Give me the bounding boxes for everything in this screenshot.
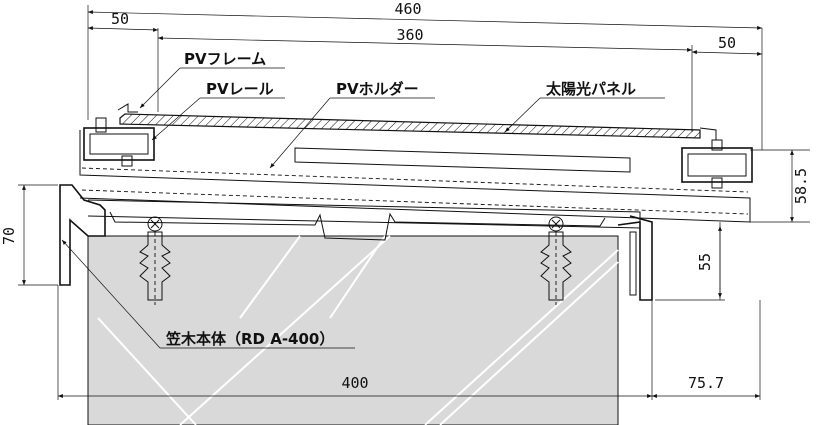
anchor-left [139, 216, 171, 305]
dim-height-right: 58.5 [792, 168, 810, 204]
dim-height-left: 70 [0, 227, 18, 245]
label-coping-body: 笠木本体（RD A-400） [165, 330, 334, 348]
dim-50-right-line [691, 50, 763, 56]
dim-height-inner: 55 [696, 253, 714, 271]
dim-right-margin: 50 [718, 34, 736, 52]
reflection-line-4 [179, 235, 391, 425]
pv-frame-right [681, 139, 753, 189]
reflection-line-2 [239, 235, 301, 319]
reflection-line-1 [97, 317, 197, 425]
dim-460-line [87, 10, 763, 30]
coping-cap-profile [59, 184, 653, 301]
label-pv-frame: PVフレーム [184, 50, 266, 68]
pv-frame-left [83, 117, 155, 167]
leader-lines [61, 67, 665, 349]
label-pv-holder: PVホルダー [336, 80, 419, 98]
label-pv-rail: PVレール [206, 80, 274, 98]
coping-body [87, 235, 619, 425]
dim-overhang: 75.7 [688, 374, 724, 392]
dim-left-margin: 50 [111, 10, 129, 28]
dim-panel-span: 360 [396, 26, 423, 44]
dim-50-left-line [87, 26, 159, 32]
dim-360-line [157, 36, 693, 52]
dim-total-width: 460 [394, 0, 421, 18]
solar-panel [117, 103, 717, 140]
label-solar-panel: 太陽光パネル [546, 80, 636, 98]
anchor-right [540, 216, 572, 305]
extension-lines [18, 5, 810, 400]
dim-base-width: 400 [341, 374, 368, 392]
pv-rail [79, 130, 751, 223]
dimension-lines [22, 10, 794, 398]
